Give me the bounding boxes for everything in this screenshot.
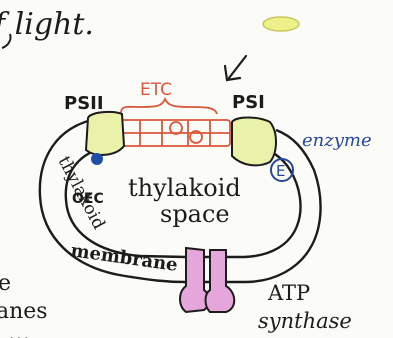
atp-label-line2: synthase xyxy=(258,309,352,333)
intro-text: f light. xyxy=(0,7,94,42)
left-fragment-3: … xyxy=(8,321,30,338)
atp-label-line1: ATP xyxy=(267,281,310,305)
light-photon xyxy=(263,17,299,31)
enzyme-marker-letter: E xyxy=(276,162,285,180)
psi-complex xyxy=(232,118,276,166)
enzyme-label: enzyme xyxy=(302,130,372,151)
light-arrow xyxy=(225,56,246,80)
oec-marker xyxy=(91,153,103,165)
etc-label: ETC xyxy=(140,80,172,100)
left-fragment-1: e xyxy=(0,271,11,296)
thylakoid-space-line2: space xyxy=(160,200,230,228)
membrane-label: membrane xyxy=(69,240,179,276)
psii-complex xyxy=(86,112,124,155)
etc-chain xyxy=(118,120,230,146)
psi-label: PSI xyxy=(232,92,265,113)
thylakoid-space-line1: thylakoid xyxy=(128,174,241,202)
psii-label: PSII xyxy=(64,93,104,114)
etc-brace xyxy=(121,99,217,114)
